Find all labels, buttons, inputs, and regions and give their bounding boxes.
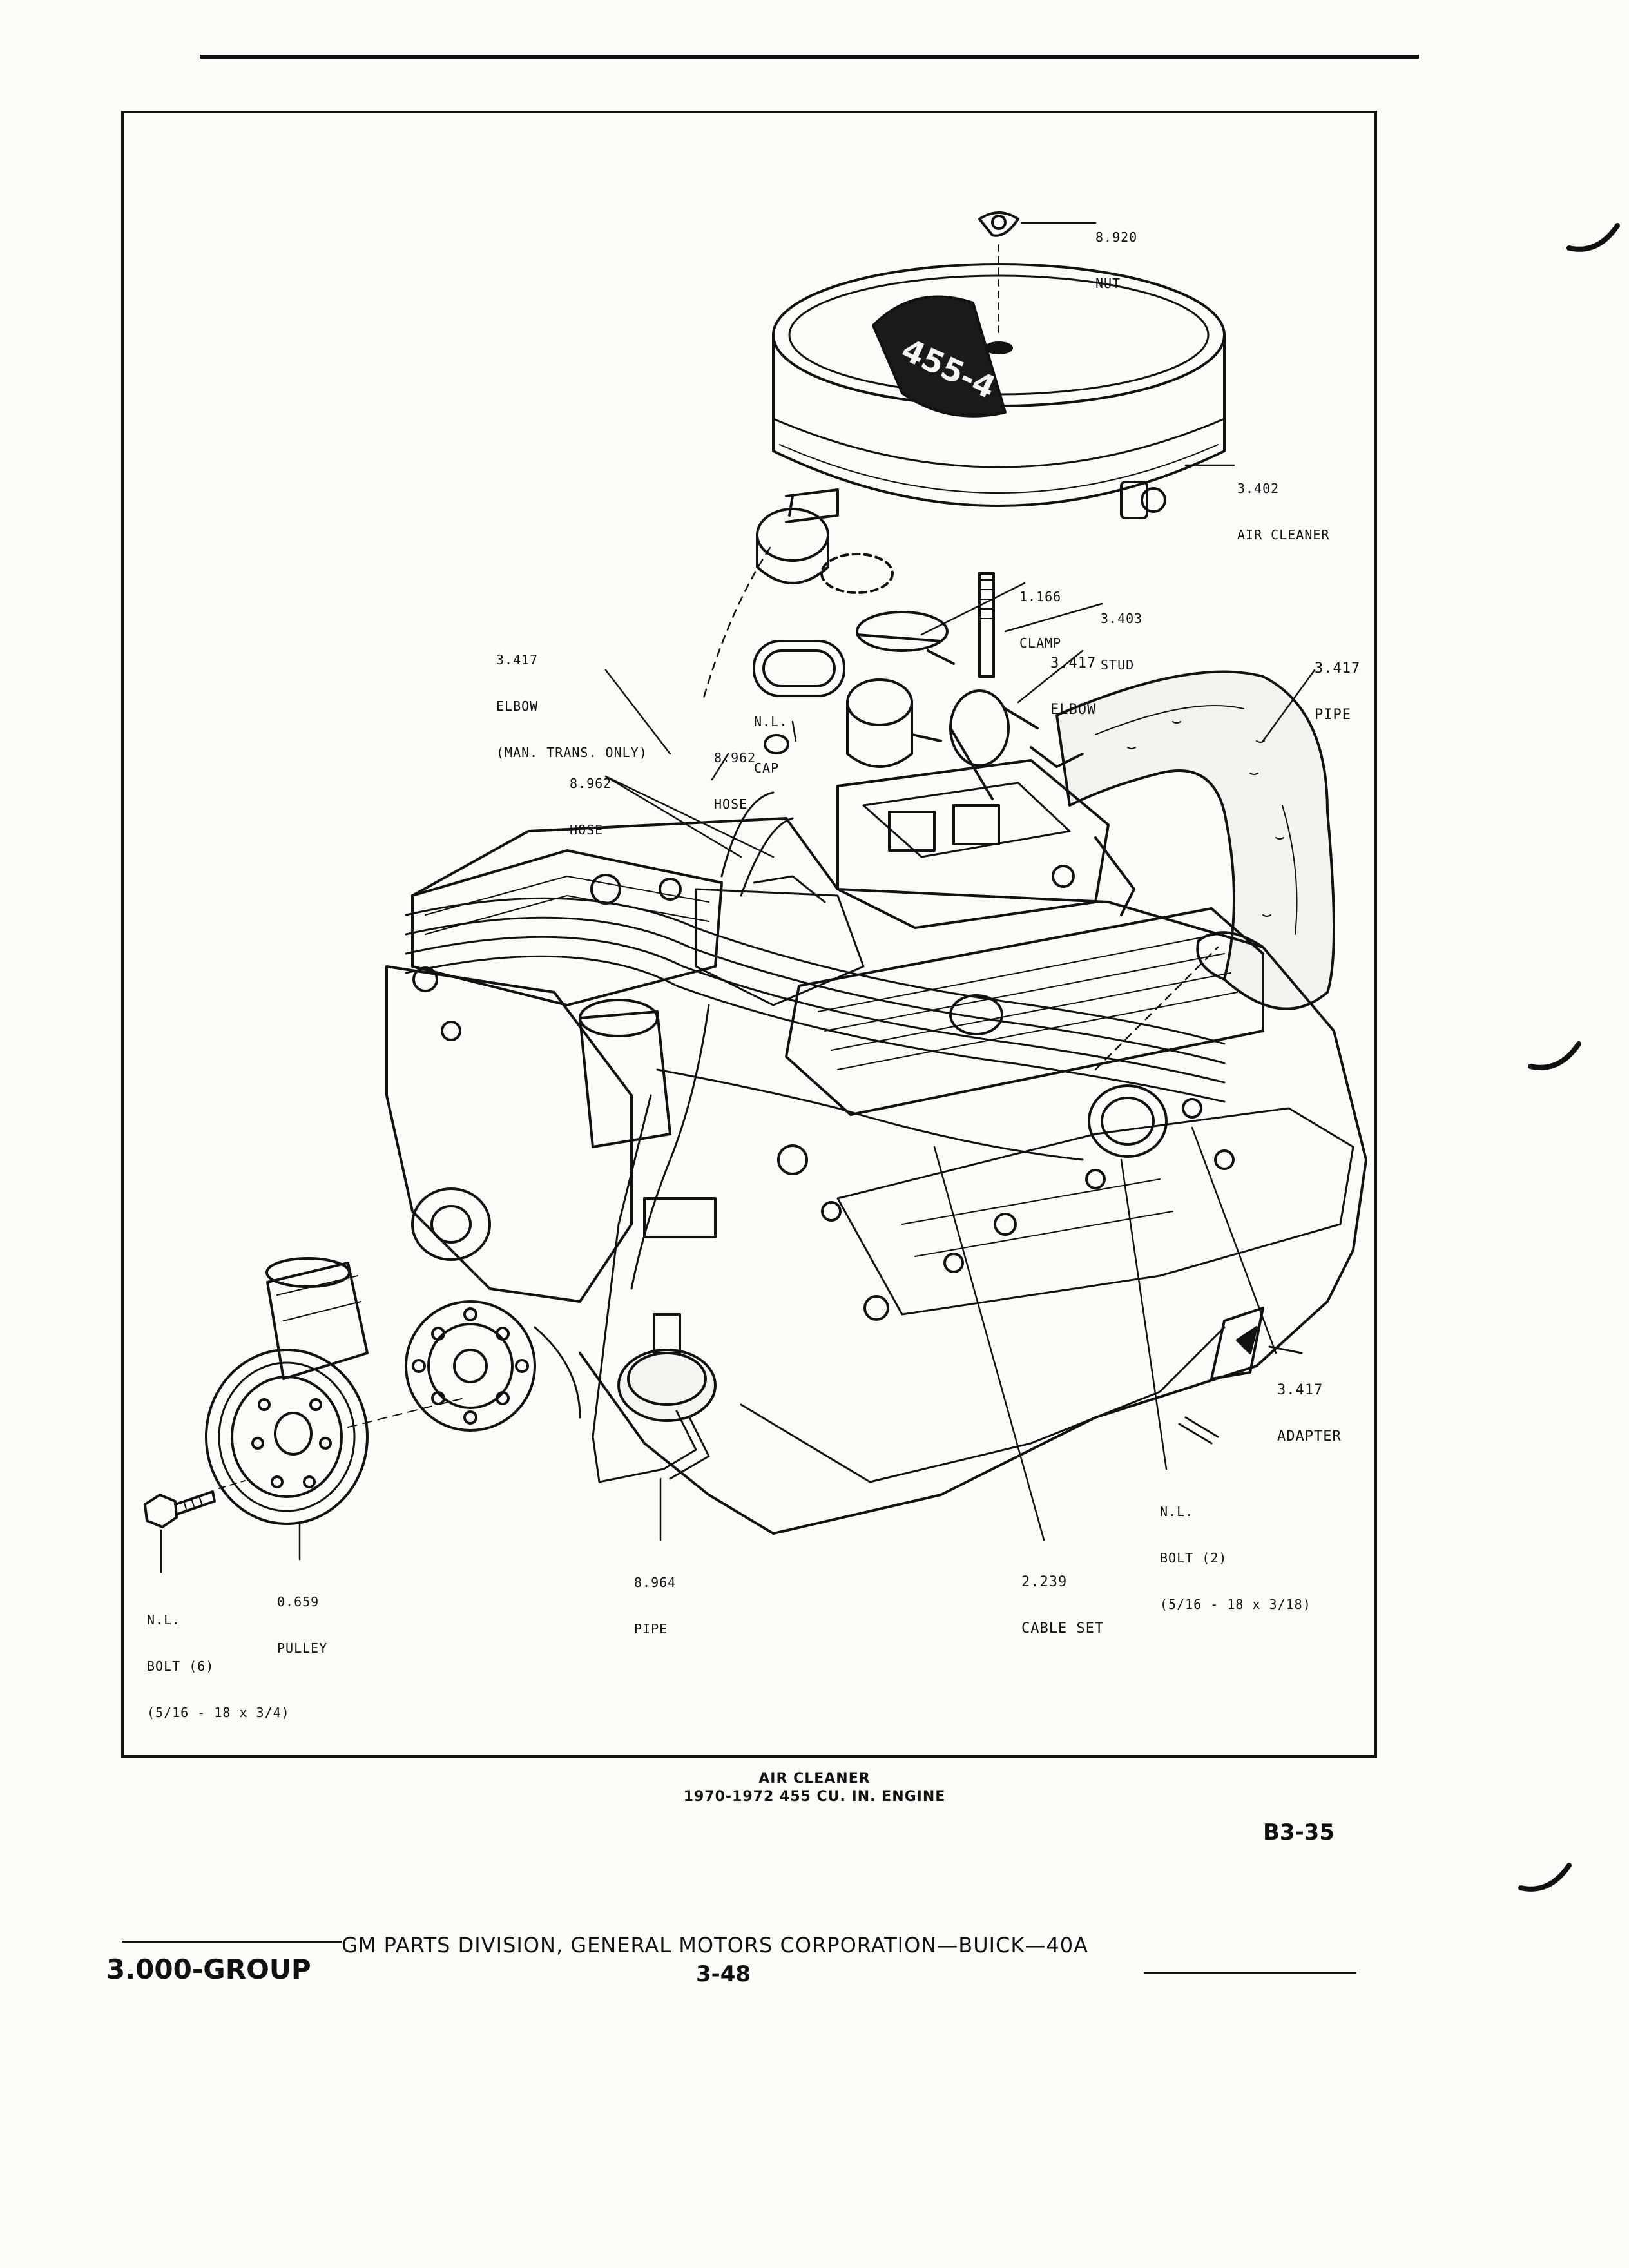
callout-adapter-number: 3.417 [1277,1382,1324,1398]
group-label: 3.000-GROUP [106,1954,311,1985]
pulley-part [205,1349,465,1525]
callout-cap-number: N.L. [754,714,788,729]
page-number: 3-48 [696,1961,751,1987]
callout-bolt-6-spec: (5/16 - 18 x 3/4) [147,1705,290,1720]
callout-hose-a-name: HOSE [714,796,748,812]
figure-caption-line-2: 1970-1972 455 CU. IN. ENGINE [683,1789,946,1805]
callout-pipe-top-number: 3.417 [1315,660,1361,677]
callout-pipe-top: 3.417 PIPE [1315,630,1360,738]
binder-mark-top [1566,223,1620,252]
callout-adapter-name: ADAPTER [1277,1428,1342,1445]
callout-bolt-6-name: BOLT (6) [147,1658,215,1674]
callout-nut: 8.920 NUT [1095,198,1137,307]
callout-cable-set-number: 2.239 [1021,1574,1068,1590]
air-cleaner-assembly: 455-4 [772,263,1226,523]
nut-stud [978,211,1019,678]
callout-hose-a: 8.962 HOSE [714,719,756,827]
callout-air-cleaner-name: AIR CLEANER [1237,527,1330,543]
callout-nut-number: 8.920 [1095,229,1138,245]
callout-bolt-2-number: N.L. [1160,1504,1194,1519]
callout-nut-name: NUT [1095,276,1121,291]
callout-pulley-number: 0.659 [277,1594,320,1610]
callout-pipe-bottom: 8.964 PIPE [634,1544,676,1652]
water-pump-balancer [405,1187,581,1432]
callout-stud-number: 3.403 [1101,611,1143,626]
ignition-wires [405,791,1226,1290]
callout-bolt-2: N.L. BOLT (2) (5/16 - 18 x 3/18) [1160,1473,1311,1628]
clamp-elbow-parts [753,508,1039,800]
callout-cap: N.L. CAP [754,683,787,791]
callout-cable-set-name: CABLE SET [1021,1620,1104,1637]
callout-clamp-number: 1.166 [1019,589,1062,604]
callout-adapter: 3.417 ADAPTER [1277,1352,1342,1460]
callout-air-cleaner-number: 3.402 [1237,481,1280,496]
page-code: B3-35 [1263,1820,1335,1845]
callout-pipe-bottom-number: 8.964 [634,1575,677,1590]
engine-block [385,817,1367,1535]
callout-hose-b-number: 8.962 [570,776,612,791]
footer-rule-right [1144,1972,1356,1974]
callout-elbow-name: ELBOW [1050,702,1097,718]
callout-bolt-2-name: BOLT (2) [1160,1550,1228,1566]
callout-clamp-name: CLAMP [1019,635,1062,651]
top-rule [200,55,1419,59]
callout-hose-b-name: HOSE [570,822,604,838]
callout-elbow-number: 3.417 [1050,655,1097,671]
adapter-part [1178,1307,1303,1445]
bolt-six-part [144,1480,246,1528]
callout-air-cleaner: 3.402 AIR CLEANER [1237,450,1329,558]
callout-clamp: 1.166 CLAMP [1019,558,1061,666]
callout-pipe-top-name: PIPE [1315,707,1351,723]
callout-stud-name: STUD [1101,657,1135,673]
callout-stud: 3.403 STUD [1101,580,1142,688]
figure-frame [121,111,1377,1758]
oil-filter [265,1257,369,1380]
callout-cap-name: CAP [754,760,780,776]
callout-elbow-man-number: 3.417 [496,652,539,668]
callout-elbow-man-name: ELBOW [496,698,539,714]
callout-bolt-6-number: N.L. [147,1612,181,1628]
binder-mark-bottom [1518,1863,1572,1892]
callout-elbow: 3.417 ELBOW [1050,625,1096,733]
callout-elbow-man-trans: 3.417 ELBOW (MAN. TRANS. ONLY) [496,621,648,776]
footer-rule-left [122,1941,342,1943]
callout-cable-set: 2.239 CABLE SET [1021,1544,1104,1652]
division-line: GM PARTS DIVISION, GENERAL MOTORS CORPOR… [342,1933,1088,1957]
callout-pulley-name: PULLEY [277,1640,328,1656]
callout-pipe-bottom-name: PIPE [634,1621,668,1637]
callout-bolt-6: N.L. BOLT (6) (5/16 - 18 x 3/4) [147,1581,290,1736]
callout-hose-a-number: 8.962 [714,750,757,765]
figure-caption-line-1: AIR CLEANER [758,1771,871,1787]
callout-bolt-2-spec: (5/16 - 18 x 3/18) [1160,1597,1311,1612]
callout-elbow-man-note: (MAN. TRANS. ONLY) [496,745,648,760]
fuel-pump [592,1094,717,1483]
binder-mark-middle [1528,1041,1581,1070]
leader-lines [160,222,1316,1573]
callout-hose-b: 8.962 HOSE [570,745,612,853]
callout-pulley: 0.659 PULLEY [277,1563,327,1671]
